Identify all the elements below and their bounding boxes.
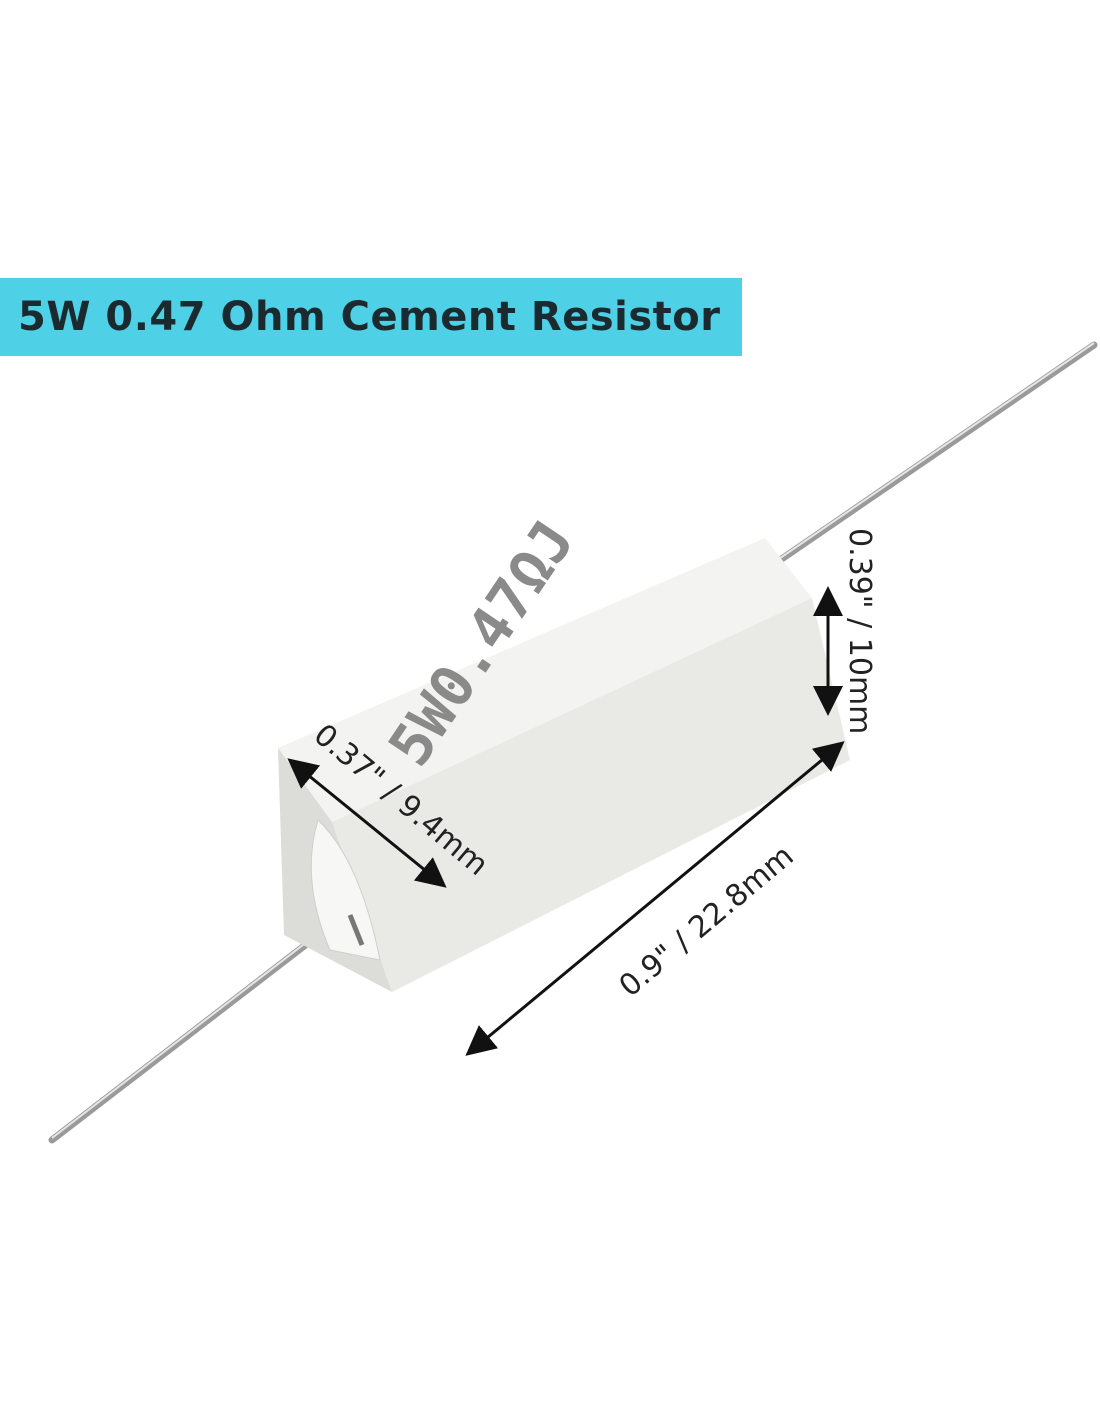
title-banner: 5W 0.47 Ohm Cement Resistor [0,278,742,356]
lead-wire-right [766,341,1098,571]
width-arrow [287,758,447,888]
title-text: 5W 0.47 Ohm Cement Resistor [18,294,721,340]
length-arrow [465,741,845,1056]
height-label: 0.39" / 10mm [842,528,877,734]
